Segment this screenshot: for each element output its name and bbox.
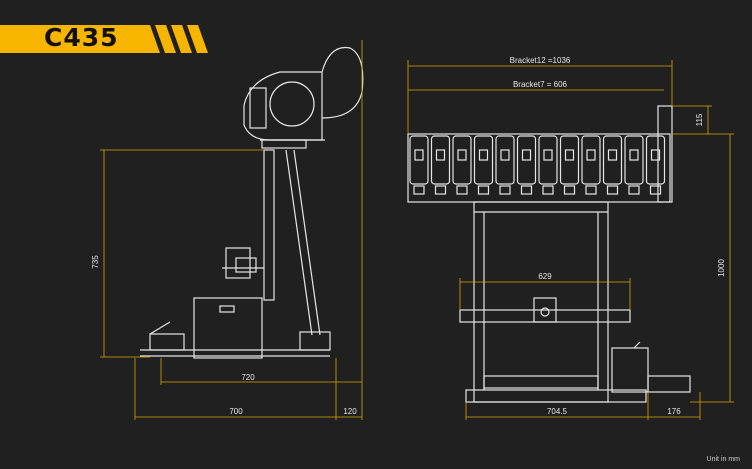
spool-cassette-window	[586, 149, 596, 161]
spool-cassette-feeder	[585, 185, 597, 195]
banner-stripe-1	[155, 25, 176, 53]
spool-cassette	[559, 135, 580, 185]
spool-cassette	[645, 135, 666, 185]
spool-cassette	[602, 135, 623, 185]
spool-cassette-window	[543, 149, 553, 161]
spool-foot	[261, 139, 307, 149]
spool-cassette-window	[607, 149, 618, 161]
frame-diagonal-1	[285, 149, 313, 336]
gantry-toolhead	[533, 297, 557, 323]
printer-base	[465, 389, 647, 403]
toolhead-nozzle	[540, 307, 550, 317]
spool-cassette-feeder	[434, 185, 447, 195]
spool-cassette-feeder	[499, 185, 511, 195]
spool-cassette-window	[457, 149, 467, 161]
base-handle	[219, 305, 235, 313]
banner-stripe-3	[187, 25, 208, 53]
front-width-label: 704.5	[547, 407, 568, 416]
end-bracket	[657, 105, 673, 203]
banner-background	[0, 25, 160, 53]
foot-arm	[149, 321, 171, 335]
spool-cassette-feeder	[542, 185, 554, 195]
spool-cassette-feeder	[563, 185, 576, 195]
spool-cassette-window	[629, 149, 639, 161]
spool-cassette	[430, 135, 451, 185]
top-offset-label: 115	[695, 113, 704, 126]
bracket12-label: Bracket12 =1036	[510, 56, 571, 65]
bracket7-label: Bracket7 = 606	[513, 80, 568, 89]
toolhead-plate	[235, 257, 257, 273]
spool-cassette-window	[478, 149, 489, 161]
spool-cassette-window	[435, 149, 446, 161]
spool-cassette-feeder	[628, 185, 640, 195]
print-bed	[483, 375, 599, 389]
base-foot-right	[299, 331, 331, 351]
model-title: C435	[44, 23, 119, 52]
spool-bracket	[249, 87, 267, 129]
spool-cassette-window	[414, 149, 424, 161]
spool-cassette-window	[500, 149, 510, 161]
spool-slots	[409, 135, 666, 195]
toolhead	[225, 247, 251, 279]
spool-cassette-window	[650, 149, 661, 161]
spool-cassette-window	[521, 149, 532, 161]
spool-cassette-feeder	[520, 185, 533, 195]
spool-cassette-feeder	[606, 185, 619, 195]
spool-cassette-feeder	[413, 185, 425, 195]
unit-note: Unit in mm	[706, 456, 740, 463]
spool-cassette-feeder	[477, 185, 490, 195]
spool-cassette-feeder	[456, 185, 468, 195]
vertical-frame	[263, 149, 275, 301]
spool-cassette	[473, 135, 494, 185]
spool-cassette	[538, 135, 558, 185]
front-view	[407, 105, 691, 403]
side-view-dimensions	[100, 40, 363, 420]
model-banner	[0, 25, 208, 53]
spool-holder	[243, 71, 323, 141]
printer-frame	[473, 201, 609, 403]
base-foot-left	[149, 333, 185, 351]
gantry-label: 629	[538, 272, 552, 281]
spool-cassette	[409, 135, 429, 185]
side-unit-arm	[633, 341, 641, 349]
side-width-label: 176	[667, 407, 681, 416]
side-view	[140, 46, 364, 359]
spool-cassette	[624, 135, 644, 185]
spool-circle	[269, 81, 315, 127]
front-height-label: 1000	[717, 259, 726, 277]
spool-cassette	[581, 135, 601, 185]
spool-cassette	[516, 135, 537, 185]
side-foot	[647, 375, 691, 393]
base-box	[193, 297, 263, 359]
spool-cover	[321, 46, 364, 119]
side-unit	[611, 347, 649, 393]
side-base-label: 700	[229, 407, 243, 416]
side-height-label: 735	[91, 255, 100, 269]
spool-cassette-feeder	[649, 185, 662, 195]
frame-diagonal-2	[293, 149, 321, 336]
spool-cassette-window	[564, 149, 575, 161]
spool-cassette	[452, 135, 472, 185]
side-depth-label: 720	[241, 373, 255, 382]
spool-cassette	[495, 135, 515, 185]
banner-stripe-2	[171, 25, 192, 53]
front-view-dimensions	[407, 60, 734, 420]
side-overhang-label: 120	[343, 407, 357, 416]
